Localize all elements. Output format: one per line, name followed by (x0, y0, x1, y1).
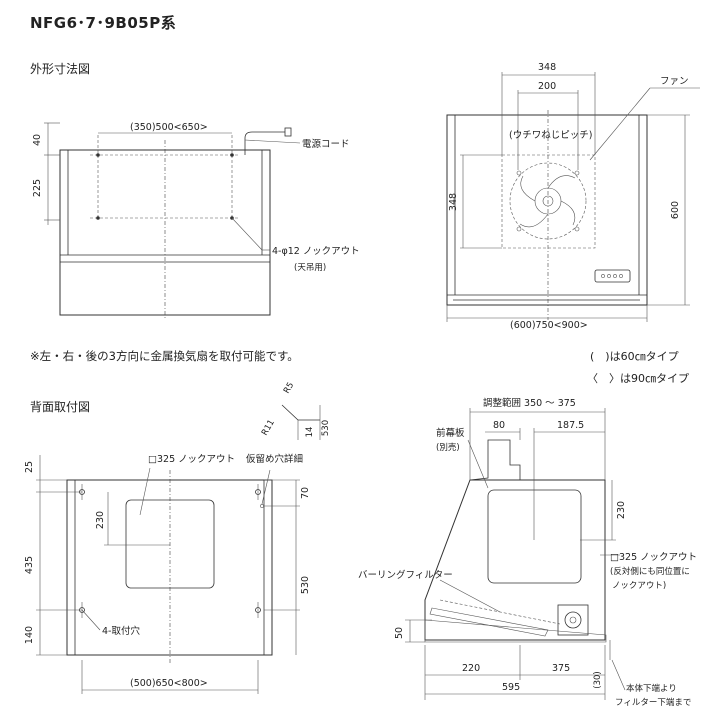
section-title-outline: 外形寸法図 (30, 62, 91, 76)
ceiling-hang-label: (天吊用) (294, 263, 326, 273)
dim-230-side: 230 (616, 501, 627, 519)
dim-530-small: 530 (321, 420, 331, 436)
dim-530: 530 (300, 576, 311, 594)
sold-separately-label: (別売) (436, 442, 460, 453)
front-view-drawing (446, 72, 700, 322)
dim-348-top: 348 (538, 62, 556, 73)
rear-view-width-label: (500)650<800> (130, 678, 208, 689)
opposite-side-note-2: ノックアウト) (612, 581, 666, 591)
mounting-note: ※左・右・後の3方向に金属換気扇を取付可能です。 (30, 349, 299, 363)
rear-view-drawing (36, 404, 321, 694)
dim-375: 375 (552, 663, 570, 674)
opposite-side-note-1: (反対側にも同位置に (610, 566, 690, 577)
side-knockout-label: □325 ノックアウト (610, 552, 697, 563)
baffle-filter-label: バーリングフィルター (358, 569, 453, 581)
top-view-width-label: (350)500<650> (130, 122, 208, 133)
dim-70: 70 (300, 487, 311, 499)
mount-holes-label: 4-取付穴 (102, 625, 140, 637)
dim-80: 80 (493, 420, 505, 431)
dim-595: 595 (502, 682, 520, 693)
top-view-drawing (44, 122, 301, 320)
bottom-note-2: フィルター下端まで (615, 697, 691, 708)
dim-600: 600 (670, 201, 681, 219)
side-view-drawing (405, 408, 626, 700)
dim-220: 220 (462, 663, 480, 674)
legend-90cm: 〈 〉は90㎝タイプ (587, 372, 689, 385)
dim-14: 14 (305, 427, 315, 438)
knockout-label: 4-φ12 ノックアウト (272, 246, 360, 257)
knockout-325-label: □325 ノックアウト (148, 454, 235, 465)
dim-187-5: 187.5 (557, 420, 584, 431)
power-cord-label: 電源コード (302, 139, 350, 150)
section-title-rear: 背面取付図 (30, 400, 91, 414)
fan-label: ファン (660, 76, 689, 87)
dim-348-left: 348 (448, 193, 459, 211)
r11-label: R11 (260, 418, 277, 437)
front-panel-label: 前幕板 (436, 427, 465, 439)
dim-30: (30) (593, 671, 603, 688)
dim-50: 50 (394, 627, 405, 639)
dim-435: 435 (24, 556, 35, 574)
temp-hole-label: 仮留め穴詳細 (246, 453, 303, 465)
legend-60cm: ( )は60㎝タイプ (590, 350, 679, 363)
front-view-width-label: (600)750<900> (510, 320, 588, 331)
bottom-note-1: 本体下端より (626, 683, 677, 694)
dim-200: 200 (538, 81, 556, 92)
dim-230: 230 (95, 511, 106, 529)
dim-25: 25 (24, 461, 35, 473)
dim-40: 40 (32, 134, 43, 146)
screw-pitch-label: (ウチワねじピッチ) (509, 130, 592, 141)
page-title: NFG6･7･9B05P系 (30, 14, 177, 32)
dim-140: 140 (24, 626, 35, 644)
adjust-range-label: 調整範囲 350 ～ 375 (483, 397, 576, 409)
dim-225: 225 (32, 179, 43, 197)
r5-label: R5 (282, 381, 296, 396)
